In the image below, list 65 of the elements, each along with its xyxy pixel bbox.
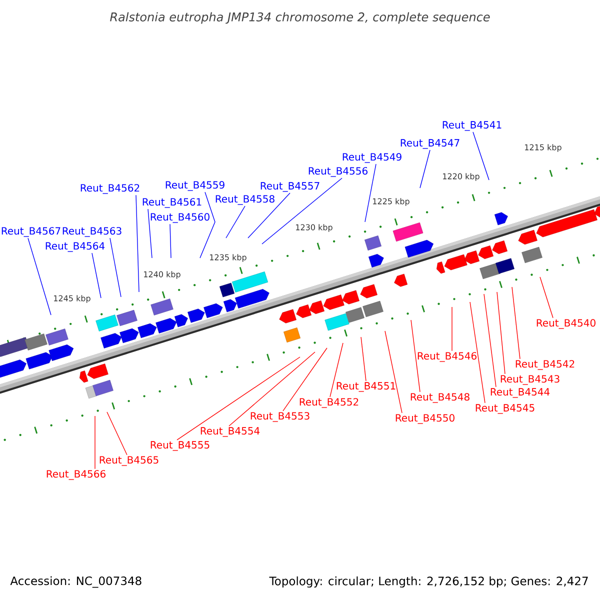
gene-label: Reut_B4560	[150, 213, 210, 223]
leader-line	[470, 302, 486, 404]
gene-label: Reut_B4555	[150, 441, 210, 451]
gene-label: Reut_B4554	[200, 427, 260, 437]
leader-line	[136, 194, 140, 292]
leader-line	[200, 192, 216, 258]
gene-label: Reut_B4549	[342, 153, 402, 163]
gene-label: Reut_B4564	[46, 242, 105, 252]
gene-label: Reut_B4563	[62, 227, 122, 237]
scale-label: 1235 kbp	[210, 254, 246, 262]
leader-line	[472, 132, 490, 180]
gene-label: Reut_B4567	[2, 227, 60, 237]
scale-label: 1245 kbp	[54, 295, 90, 303]
leader-line	[420, 150, 430, 188]
gene-label: Reut_B4550	[396, 414, 454, 424]
leader-line	[226, 206, 246, 238]
leader-line	[28, 238, 52, 316]
leader-line	[512, 286, 520, 360]
leader-line	[540, 276, 554, 318]
leader-line	[148, 208, 152, 258]
gene-label: Reut_B4543	[500, 375, 560, 385]
gene-label: Reut_B4565	[100, 456, 158, 466]
gene-label: Reut_B4566	[46, 470, 106, 480]
leader-line	[360, 336, 366, 382]
title: Ralstonia eutropha JMP134 chromosome 2, complete sequence	[110, 12, 490, 24]
gene-label: Reut_B4562	[80, 184, 140, 194]
leader-line	[94, 416, 96, 470]
gene-label: Reut_B4547	[400, 139, 460, 149]
gene-label: Reut_B4557	[260, 182, 320, 192]
gene-label: Reut_B4552	[300, 398, 358, 408]
leader-line	[110, 238, 122, 298]
gene-label: Reut_B4561	[142, 198, 202, 208]
leader-line	[248, 192, 290, 238]
scale-label: 1220 kbp	[443, 173, 480, 181]
scale-label: 1230 kbp	[296, 224, 332, 232]
scale-label: 1215 kbp	[525, 144, 562, 152]
gene-label: Reut_B4544	[490, 388, 550, 398]
scale-label: 1225 kbp	[373, 198, 410, 206]
gene-label: Reut_B4553	[250, 412, 310, 422]
gene-label: Reut_B4556	[308, 167, 368, 177]
gene-label: Reut_B4542	[516, 360, 574, 370]
leader-line	[410, 320, 420, 392]
leader-line	[330, 342, 344, 398]
footer-text: Accession: NC_007348	[10, 576, 142, 588]
leader-line	[106, 412, 128, 456]
leader-line	[228, 352, 316, 426]
scale-label: 1240 kbp	[144, 271, 180, 279]
gene-label: Reut_B4551	[336, 382, 396, 392]
leader-line	[282, 348, 328, 412]
leader-line	[384, 330, 402, 414]
gene-label: Reut_B4545	[476, 404, 534, 414]
leader-line	[364, 164, 376, 222]
gene-label: Reut_B4540	[536, 319, 596, 329]
leader-line	[496, 292, 506, 374]
leader-line	[170, 224, 172, 258]
footer-text: Topology: circular; Length: 2,726,152 bp; Genes: 2,427	[269, 576, 588, 588]
gene-label: Reut_B4559	[166, 181, 224, 191]
leader-line	[92, 252, 102, 298]
leader-line	[484, 294, 496, 388]
gene-label: Reut_B4548	[410, 393, 470, 403]
leader-line	[176, 356, 300, 440]
gene-label: Reut_B4558	[216, 195, 274, 205]
gene-label: Reut_B4541	[442, 121, 502, 131]
gene-label: Reut_B4546	[418, 352, 476, 362]
leader-line	[262, 178, 342, 244]
